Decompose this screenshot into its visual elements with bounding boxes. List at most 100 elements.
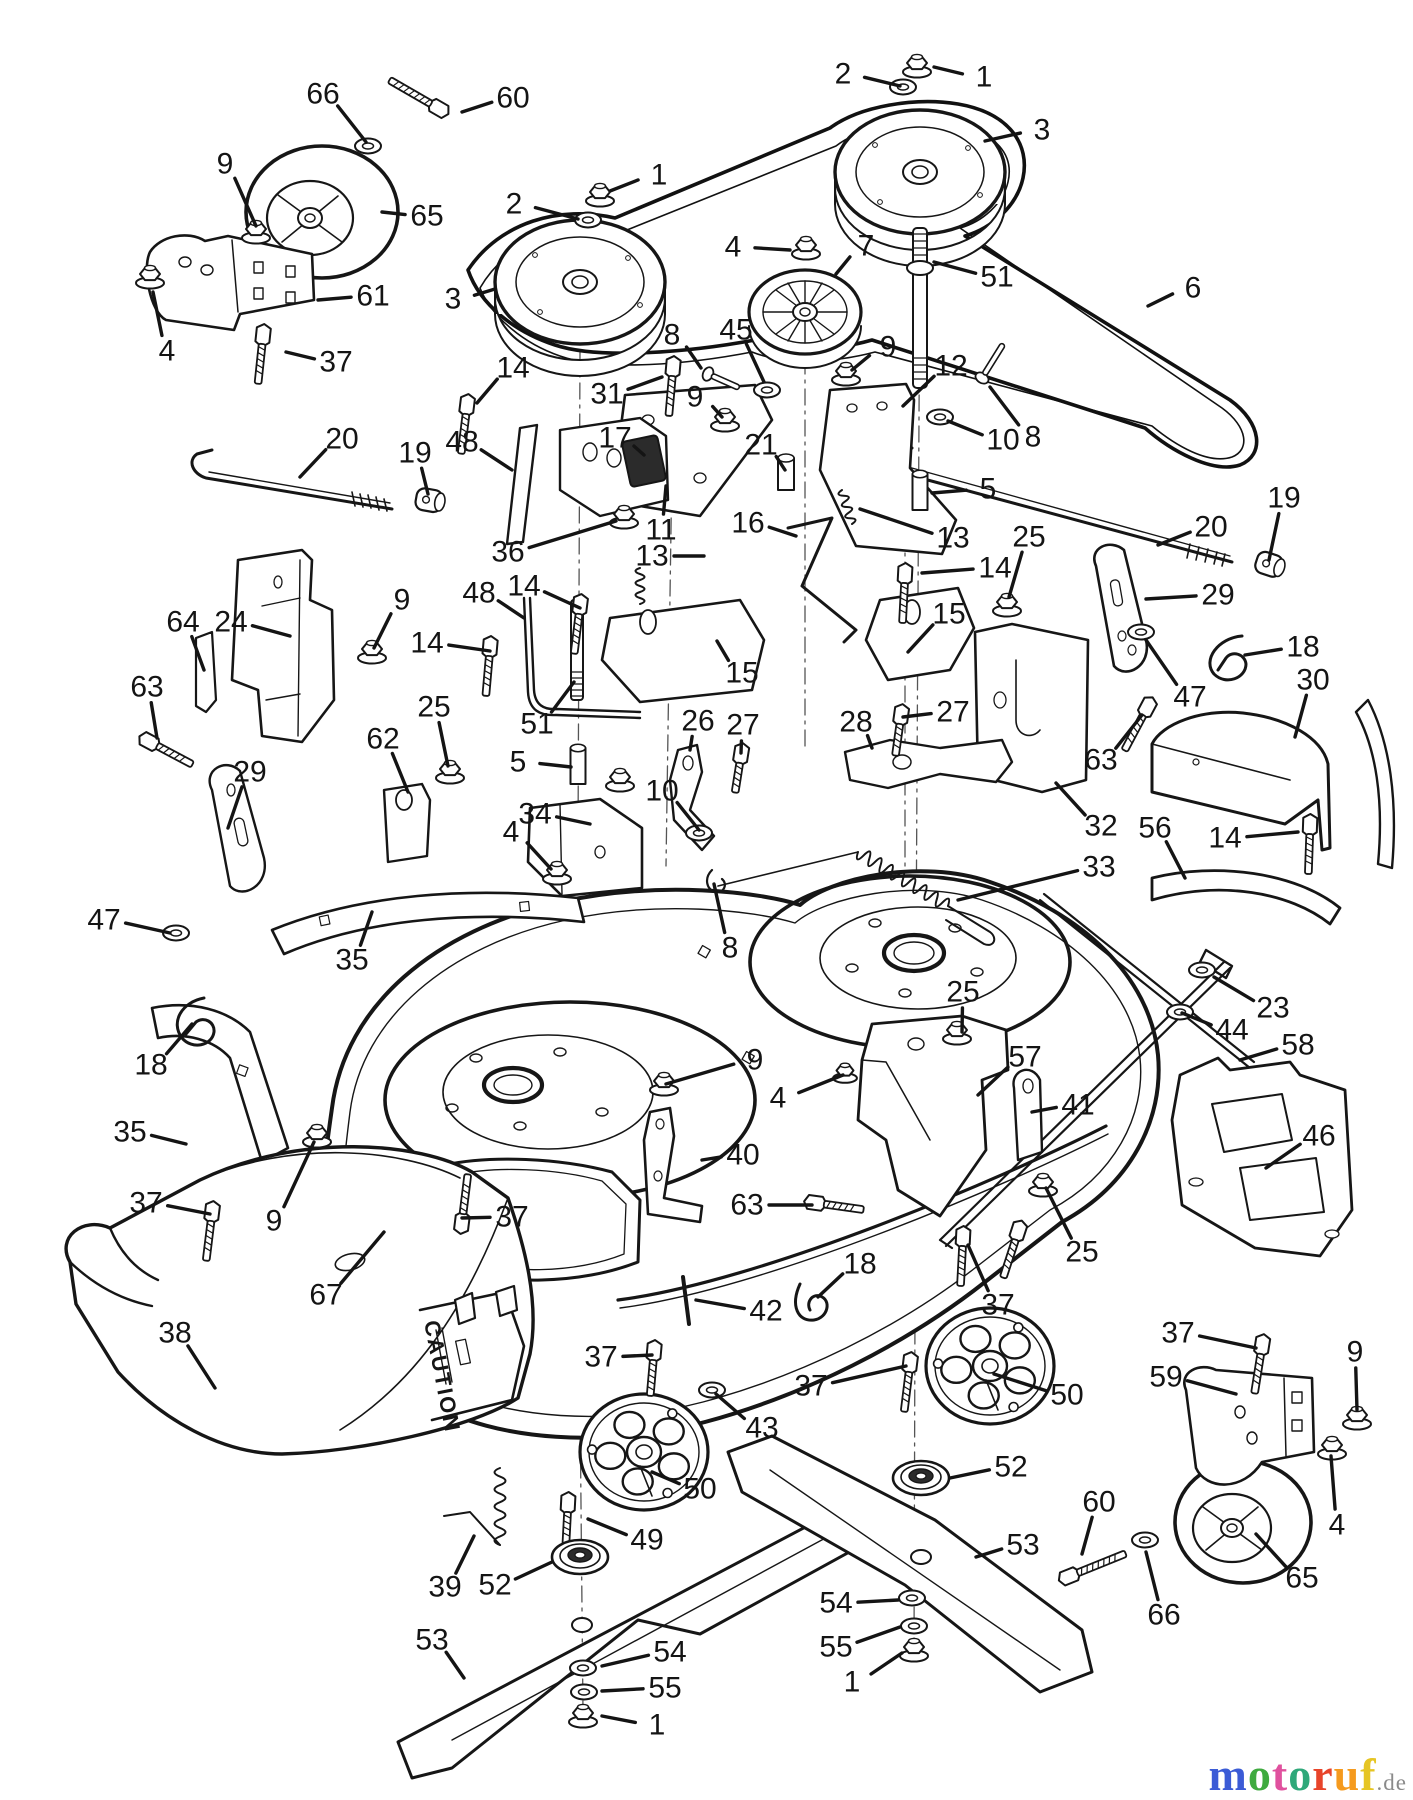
callout-label: 4 [1329, 1509, 1346, 1542]
washer-icon [354, 137, 382, 155]
bolt-icon [664, 355, 682, 417]
bracket-32-slot [1015, 659, 1041, 737]
washer-hole [1195, 966, 1209, 974]
washer-hole [581, 216, 595, 224]
bolt-thread [733, 776, 741, 782]
pulley-dot [532, 252, 538, 258]
bolt-thread [1126, 736, 1133, 744]
bolt-thread [895, 725, 904, 731]
adapter-bolt [932, 1358, 944, 1369]
flange-nut-icon [899, 1637, 929, 1663]
leader-line [600, 1714, 637, 1725]
bolt-shank [822, 1200, 865, 1214]
bolt-shank [457, 412, 471, 455]
callout-label: 9 [687, 381, 704, 414]
bolt-icon [891, 703, 911, 757]
callout-label: 9 [880, 331, 897, 364]
motoruf-logo[interactable]: motoruf.de [1209, 1752, 1407, 1798]
chute-handle [68, 1226, 160, 1308]
callout-label: 4 [159, 335, 176, 368]
bearing-bore [574, 1551, 586, 1559]
hole [1117, 630, 1127, 642]
leader-line [869, 1651, 904, 1676]
leader-line [1267, 511, 1281, 562]
pulley-bore [911, 165, 929, 179]
hole [273, 575, 283, 589]
callout-label: 36 [491, 536, 524, 569]
bolt-thread [1305, 836, 1314, 841]
leader-line [816, 1272, 845, 1299]
bolt-thread [563, 1514, 572, 1519]
flange-nut-icon [791, 235, 821, 261]
bolt-shank [202, 1219, 216, 1262]
leader-line [855, 1625, 902, 1644]
leader-line [1264, 1142, 1302, 1170]
washer-hole [705, 1386, 719, 1394]
bracket-hole [1246, 1431, 1258, 1445]
washer-hole [760, 386, 774, 394]
leader-line [1156, 530, 1192, 547]
callout-label: 19 [398, 437, 431, 470]
bolt-thread [255, 363, 264, 369]
pin-icon [701, 366, 741, 391]
bracket-slot [285, 291, 296, 304]
bolt-icon [253, 323, 272, 385]
spring-13-icon [634, 567, 646, 605]
bolt-thread [1254, 1367, 1262, 1373]
axis-line [915, 239, 921, 957]
leader-line [496, 599, 526, 620]
idler-pulley [747, 268, 863, 369]
bolt-hole [595, 1107, 609, 1117]
bracket-24 [230, 548, 336, 744]
stack-pulley-left [493, 218, 667, 377]
leader-line [149, 1133, 188, 1146]
flange-nut-icon [1028, 1172, 1058, 1198]
leader-line [714, 1392, 747, 1421]
leader-line [600, 1687, 645, 1693]
callout-label: 52 [994, 1451, 1027, 1484]
hole [907, 1037, 925, 1051]
leader-line [1144, 638, 1179, 687]
bolt-thread [461, 415, 470, 421]
nut-top [718, 407, 732, 415]
bracket-slot [285, 265, 296, 278]
flange-nut-icon [710, 407, 740, 433]
callout-label: 47 [1173, 681, 1206, 714]
callout-label: 29 [233, 756, 266, 789]
bolt-thread [573, 627, 581, 633]
bolt-thread [904, 1373, 913, 1379]
callout-label: 5 [510, 746, 527, 779]
hole [1188, 1177, 1204, 1187]
callout-label: 40 [726, 1139, 759, 1172]
bracket-12 [818, 382, 958, 556]
bolt-thread [1005, 1257, 1012, 1265]
bolt-thread [902, 1391, 911, 1397]
callout-label: 37 [129, 1187, 162, 1220]
bolt-thread [256, 357, 265, 363]
hole [682, 755, 694, 771]
leader-line [1243, 647, 1283, 657]
bolt-thread [892, 743, 901, 749]
bracket-body [1183, 1365, 1316, 1486]
nut-top [593, 182, 607, 190]
callout-label: 9 [266, 1205, 283, 1238]
blade-right-edge [769, 1469, 1061, 1671]
leader-line [930, 488, 968, 495]
callout-label: 17 [598, 422, 631, 455]
washer-hole [1134, 628, 1148, 636]
hole [1192, 758, 1200, 766]
bracket-slot [253, 287, 264, 300]
bolt-thread [204, 1240, 213, 1246]
callout-label: 32 [1084, 810, 1117, 843]
callout-label: 1 [651, 159, 668, 192]
callout-label: 25 [1012, 521, 1045, 554]
pulley-dot [637, 302, 643, 308]
nut-top [657, 1071, 671, 1079]
callout-label: 3 [1034, 114, 1051, 147]
callout-label: 6 [1185, 272, 1202, 305]
leader-line [542, 590, 582, 610]
leader-line [339, 1230, 386, 1285]
bolt-head [1137, 696, 1158, 719]
callout-label: 9 [394, 584, 411, 617]
